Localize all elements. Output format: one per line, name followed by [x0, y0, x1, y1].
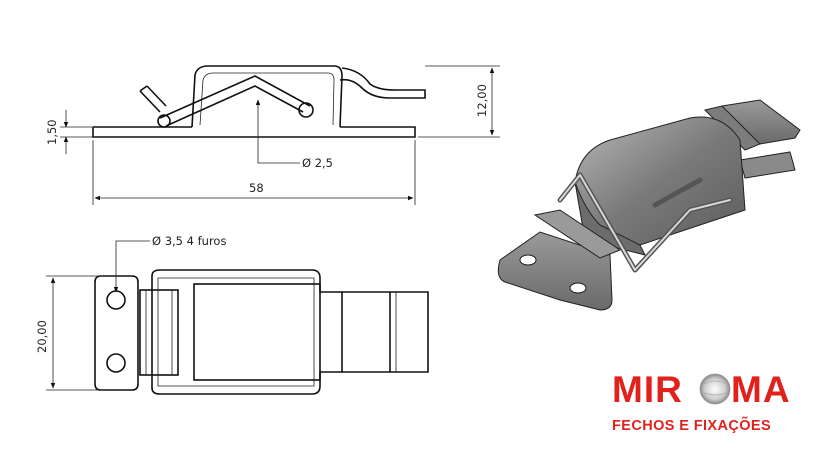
top-base-plate: [94, 275, 139, 391]
iso-hole-right: [569, 282, 587, 294]
hook-detail: [145, 290, 173, 375]
thickness-label: 1,50: [45, 119, 59, 145]
spring-arm: [339, 67, 426, 99]
pin-diameter-label: Ø 2,5: [302, 156, 333, 170]
thickness-ext: [60, 126, 95, 138]
cover-plate: [193, 283, 321, 381]
length-label: 58: [249, 181, 264, 195]
logo-brand-right: MA: [731, 369, 791, 410]
hook-region: [139, 289, 179, 376]
miroma-logo: MIR MA FECHOS E FIXAÇÕES: [612, 369, 791, 434]
hook-tip: [139, 85, 167, 113]
width-label: 20,00: [35, 320, 49, 353]
side-view: Ø 2,5 1,50 12,00 58: [45, 65, 500, 205]
base-plate: [92, 126, 416, 138]
housing: [191, 65, 343, 128]
holes-leader: [113, 240, 150, 293]
hole-top: [106, 290, 126, 310]
pin-leader: [255, 99, 300, 164]
wire-hook: [159, 75, 311, 119]
iso-hole-left: [519, 254, 537, 266]
isometric-view: [497, 99, 801, 311]
hole-bottom: [106, 353, 126, 373]
width-ext: [46, 275, 103, 391]
iso-housing: [574, 116, 746, 246]
wire-hook-outer: [165, 85, 304, 127]
hook-end: [157, 114, 171, 128]
housing-inner: [199, 72, 335, 126]
height-ext: [418, 65, 500, 138]
top-housing: [151, 269, 343, 395]
spring-end: [342, 291, 429, 373]
holes-label: Ø 3,5 4 furos: [152, 234, 226, 248]
iso-hook-lever: [533, 209, 622, 259]
top-view: Ø 3,5 4 furos 20,00: [35, 234, 429, 395]
top-housing-inner: [157, 277, 315, 387]
pin-circle: [298, 102, 314, 118]
logo-brand-left: MIR: [612, 369, 683, 410]
logo-tagline: FECHOS E FIXAÇÕES: [612, 416, 771, 434]
logo-globe-icon: [699, 373, 731, 405]
height-label: 12,00: [475, 84, 489, 117]
length-ext: [92, 140, 416, 205]
